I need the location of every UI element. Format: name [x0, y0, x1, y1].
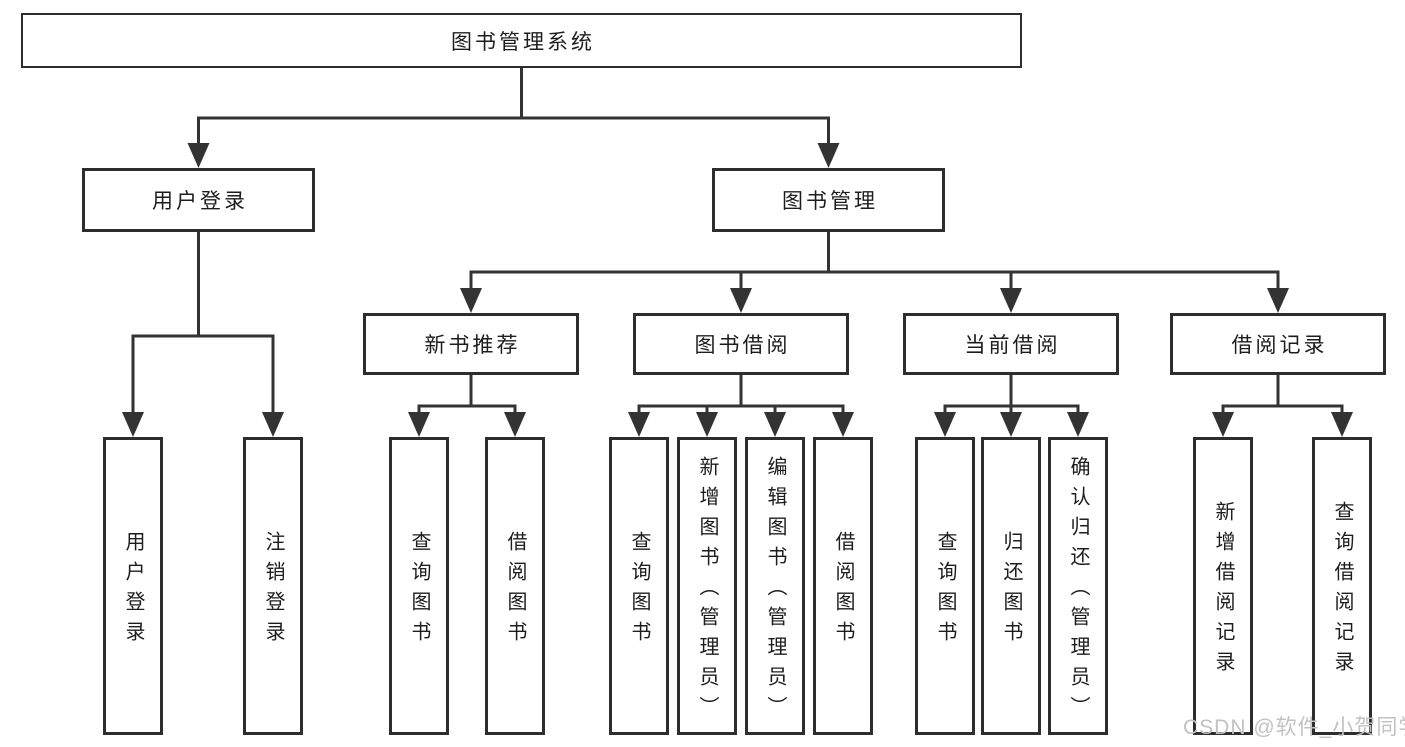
node-label: 借阅图书 — [504, 531, 526, 651]
node-label: 图书管理系统 — [451, 30, 595, 54]
node-borrowing-records: 借阅记录 — [1170, 313, 1386, 375]
node-label: 新增借阅记录 — [1212, 501, 1234, 681]
node-label: 新书推荐 — [424, 334, 521, 357]
leaf-current-return-books: 归还图书 — [981, 437, 1041, 735]
node-label: 查询图书 — [628, 531, 650, 651]
leaf-borrow-edit-books-admin: 编辑图书（管理员） — [745, 437, 805, 735]
leaf-recommend-borrow-books: 借阅图书 — [485, 437, 545, 735]
node-label: 编辑图书（管理员） — [764, 456, 786, 726]
node-label: 查询图书 — [934, 531, 956, 651]
node-label: 用户登录 — [152, 190, 248, 213]
leaf-current-confirm-return-admin: 确认归还（管理员） — [1048, 437, 1108, 735]
leaf-records-add-borrow-record: 新增借阅记录 — [1193, 437, 1253, 735]
leaf-records-query-borrow-record: 查询借阅记录 — [1312, 437, 1372, 735]
node-user-login: 用户登录 — [82, 168, 315, 232]
node-label: 借阅记录 — [1231, 334, 1328, 357]
node-label: 确认归还（管理员） — [1067, 456, 1089, 726]
leaf-logout-login: 注销登录 — [243, 437, 303, 735]
node-new-book-recommendation: 新书推荐 — [363, 313, 579, 375]
leaf-recommend-query-books: 查询图书 — [389, 437, 449, 735]
leaf-current-query-books: 查询图书 — [915, 437, 975, 735]
node-label: 用户登录 — [122, 531, 144, 651]
node-current-borrowing: 当前借阅 — [903, 313, 1119, 375]
node-label: 图书管理 — [782, 190, 878, 213]
node-book-borrowing: 图书借阅 — [633, 313, 849, 375]
node-label: 新增图书（管理员） — [696, 456, 718, 726]
node-book-management: 图书管理 — [712, 168, 945, 232]
node-label: 图书借阅 — [694, 334, 791, 357]
node-label: 查询借阅记录 — [1331, 501, 1353, 681]
node-label: 注销登录 — [262, 531, 284, 651]
leaf-borrow-borrow-books: 借阅图书 — [813, 437, 873, 735]
node-label: 当前借阅 — [964, 334, 1061, 357]
connector-segments — [131, 68, 1344, 415]
csdn-watermark: CSDN @软件_小贺同学 — [1183, 716, 1405, 739]
leaf-borrow-add-books-admin: 新增图书（管理员） — [677, 437, 737, 735]
leaf-user-login: 用户登录 — [103, 437, 163, 735]
node-label: 借阅图书 — [832, 531, 854, 651]
connector-arrowheads — [122, 143, 1353, 437]
node-library-system-root: 图书管理系统 — [21, 13, 1022, 68]
node-label: 查询图书 — [408, 531, 430, 651]
node-label: 归还图书 — [1000, 531, 1022, 651]
leaf-borrow-query-books: 查询图书 — [609, 437, 669, 735]
